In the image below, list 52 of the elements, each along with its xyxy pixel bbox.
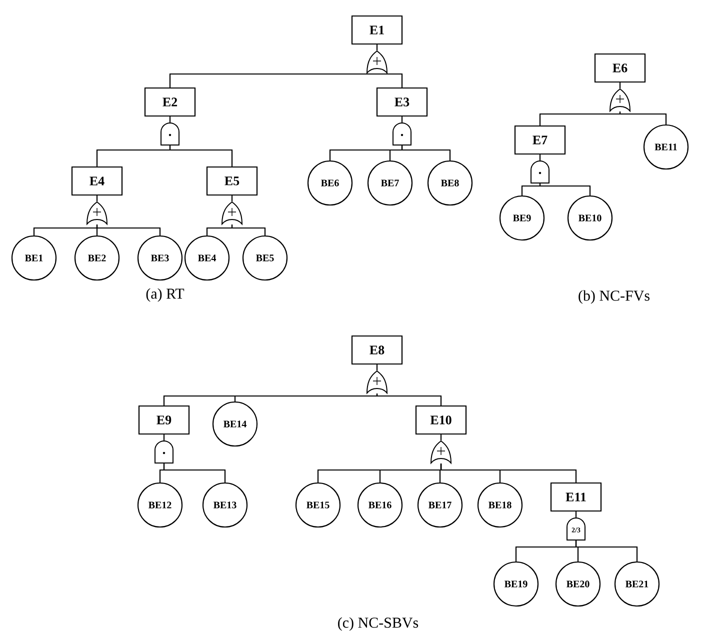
connector-line xyxy=(440,434,442,440)
or-gate xyxy=(366,50,388,74)
connector-line xyxy=(539,112,621,126)
connector-line xyxy=(619,82,621,88)
connector-line xyxy=(401,146,451,160)
connector-line xyxy=(163,434,165,440)
connector-line xyxy=(96,224,161,236)
or-gate xyxy=(86,202,108,224)
event-box: E9 xyxy=(138,405,190,435)
event-box: E2 xyxy=(144,87,196,117)
connector-line xyxy=(169,116,171,122)
caption: (c) NC-SBVs xyxy=(338,617,418,631)
or-gate xyxy=(366,370,388,394)
connector-line xyxy=(96,196,98,202)
connector-line xyxy=(521,184,541,196)
connector-line xyxy=(376,44,378,50)
connector-line xyxy=(440,464,577,482)
connector-line xyxy=(575,540,638,562)
event-box: E6 xyxy=(594,53,646,83)
connector-line xyxy=(33,224,98,236)
event-box: E10 xyxy=(415,405,467,435)
connector-line xyxy=(231,196,233,202)
connector-line xyxy=(169,73,378,88)
event-box: E11 xyxy=(550,482,602,512)
and-gate xyxy=(392,122,412,146)
connector-line xyxy=(619,112,667,124)
and-gate xyxy=(160,122,180,146)
connector-line xyxy=(234,394,378,402)
and-gate xyxy=(530,160,550,184)
event-box: E5 xyxy=(206,166,258,196)
or-gate xyxy=(222,202,242,224)
connector-line xyxy=(206,224,233,236)
caption: (b) NC-FVs xyxy=(578,290,650,304)
event-box: E1 xyxy=(351,15,403,45)
connector-line xyxy=(401,116,403,122)
event-box: E7 xyxy=(514,125,566,155)
connector-line xyxy=(163,464,226,482)
event-box: E4 xyxy=(71,166,123,196)
event-box: E8 xyxy=(351,335,403,365)
caption: (a) RT xyxy=(146,288,184,302)
connector-line xyxy=(376,394,442,406)
connector-line xyxy=(539,184,591,196)
or-gate xyxy=(430,440,452,464)
connector-line xyxy=(231,224,266,236)
connector-line xyxy=(169,146,233,166)
event-box: E3 xyxy=(376,87,428,117)
connector-line xyxy=(539,154,541,160)
connector-line xyxy=(376,364,378,370)
connector-line xyxy=(575,512,577,518)
or-gate xyxy=(610,88,631,112)
connector-line xyxy=(376,73,403,88)
and-gate xyxy=(154,440,174,464)
